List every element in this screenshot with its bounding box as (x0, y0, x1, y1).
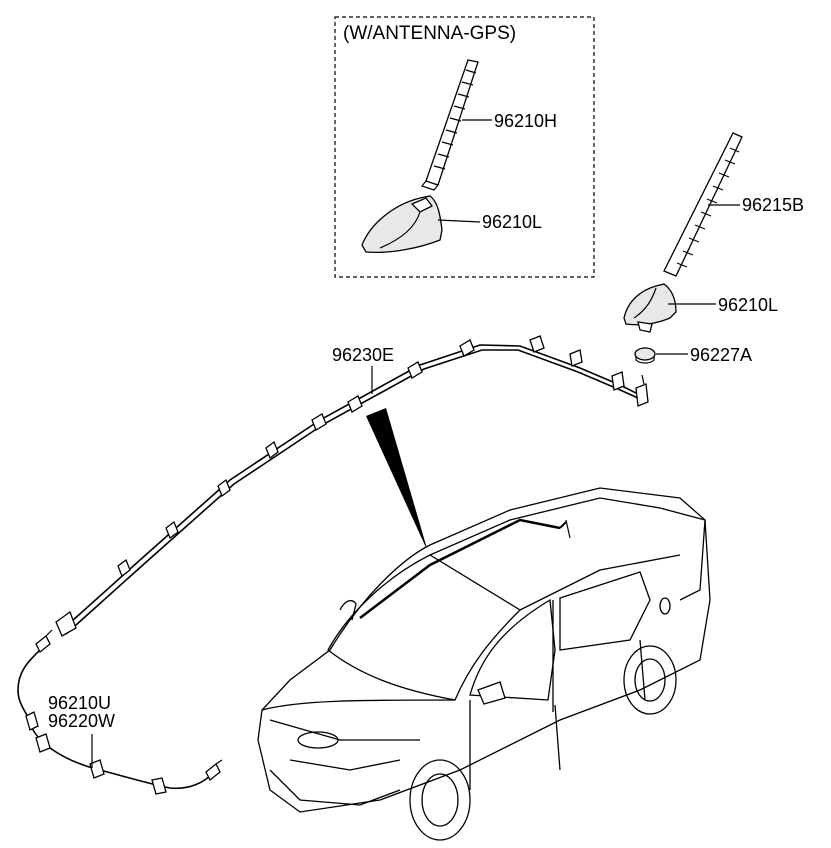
part-label-96215B: 96215B (742, 195, 805, 215)
lower-cable (17, 629, 223, 795)
gps-antenna-base (361, 195, 443, 254)
car-illustration (257, 487, 711, 841)
roof-cable (55, 335, 649, 637)
part-label-96210L-gps: 96210L (482, 212, 543, 232)
antenna-rod (663, 132, 743, 277)
gps-antenna-rod (420, 59, 479, 191)
part-label-96230E: 96230E (332, 345, 395, 365)
inset-title: (W/ANTENNA-GPS) (343, 23, 517, 44)
part-label-96220W: 96220W (48, 711, 116, 731)
leader-lines (91, 119, 740, 768)
antenna-pad (634, 347, 656, 364)
antenna-base (623, 283, 677, 333)
part-label-96210L: 96210L (718, 295, 779, 315)
part-label-96210H: 96210H (494, 111, 558, 131)
part-label-96227A: 96227A (690, 345, 753, 365)
inset-box (334, 16, 595, 278)
pointer-wedge (366, 408, 428, 552)
part-label-96210U: 96210U (48, 693, 112, 713)
